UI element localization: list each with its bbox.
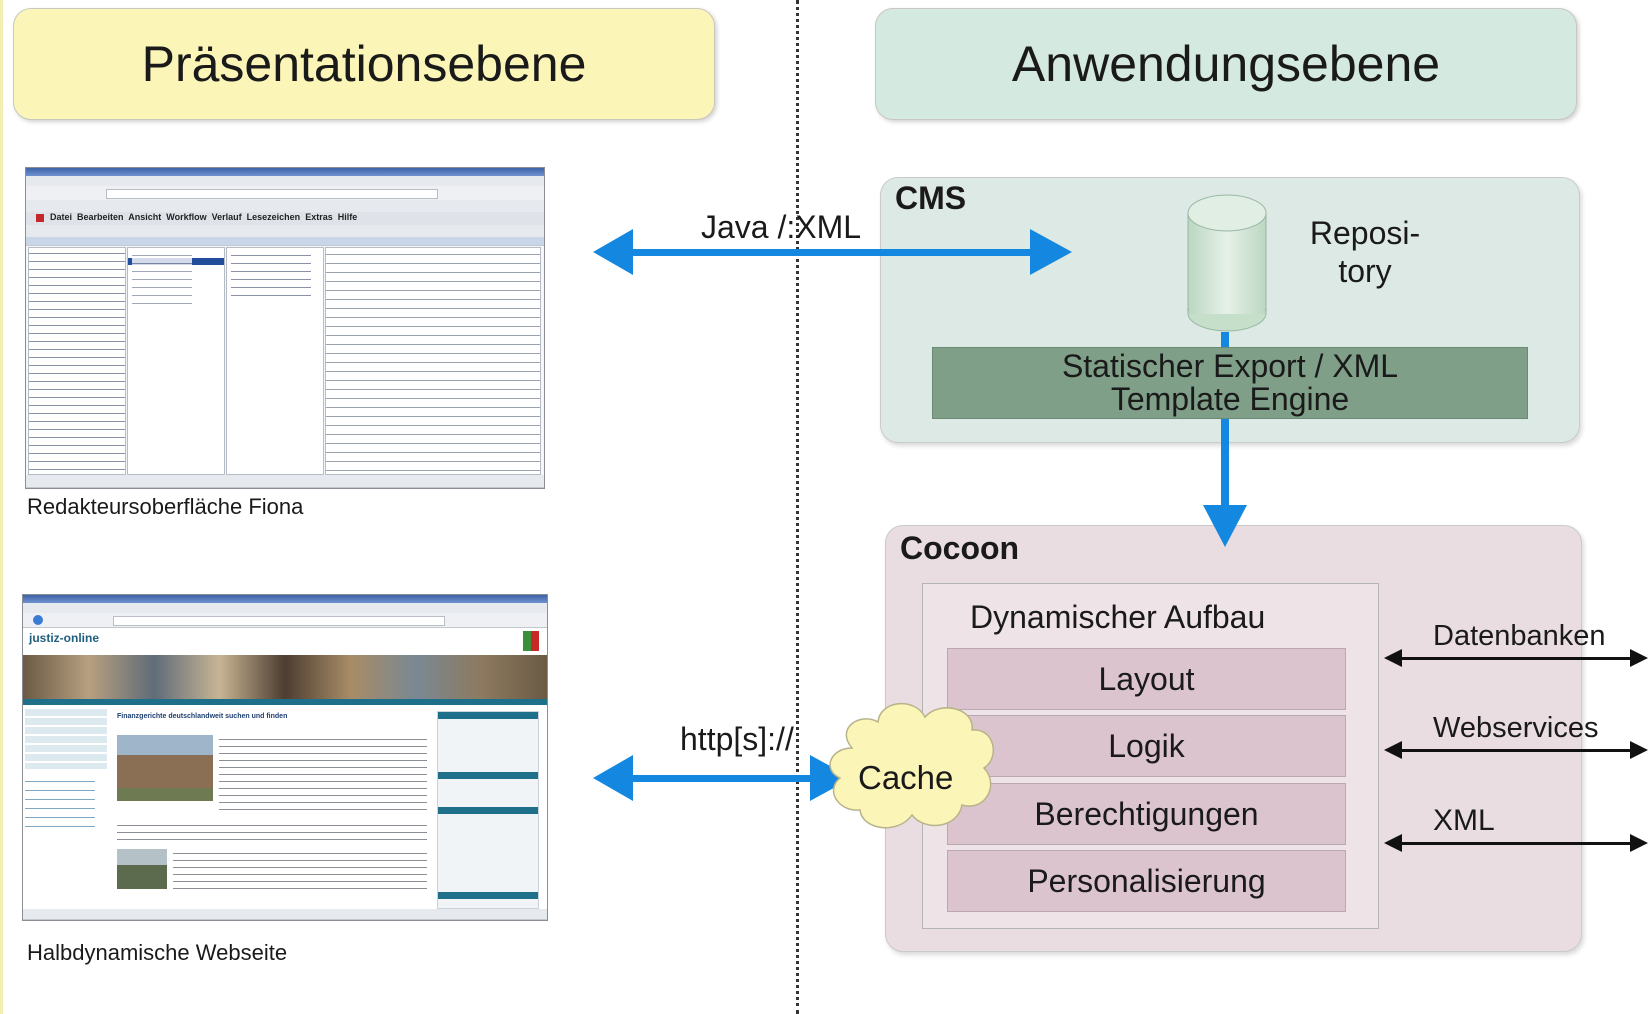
layer-personalisierung: Personalisierung (947, 850, 1346, 912)
webservices-arrow (1384, 741, 1648, 759)
static-export-line2: Template Engine (1110, 381, 1350, 417)
cocoon-title: Cocoon (900, 530, 1020, 566)
cache-cloud (829, 702, 994, 829)
justiz-small-photo (117, 849, 167, 889)
justiz-right-sidebar (437, 711, 539, 909)
http-label: http[s]:// (680, 721, 794, 757)
repository-label-line2: tory (1338, 253, 1392, 289)
justiz-website-screenshot: justiz-online Finanzgerichte deutschland… (22, 594, 548, 921)
justiz-left-nav (25, 709, 107, 769)
application-layer-title: Anwendungsebene (1011, 36, 1441, 92)
dynamic-build-title: Dynamischer Aufbau (970, 599, 1266, 635)
fiona-caption: Redakteursoberfläche Fiona (27, 494, 304, 519)
repository-cylinder (1187, 194, 1267, 332)
static-export-line1: Statischer Export / XML (1061, 348, 1399, 384)
layer-separator (796, 0, 799, 1014)
layer-logik: Logik (947, 715, 1346, 777)
justiz-logo: justiz-online (29, 631, 99, 645)
datenbanken-label: Datenbanken (1433, 620, 1606, 652)
application-layer-header: Anwendungsebene (875, 8, 1577, 120)
justiz-page-heading: Finanzgerichte deutschlandweit suchen un… (117, 713, 288, 720)
presentation-layer-header: Präsentationsebene (13, 8, 715, 120)
java-xml-double-arrow (593, 229, 1072, 275)
datenbanken-arrow (1384, 649, 1648, 667)
cms-to-cocoon-arrow (1203, 332, 1247, 547)
justiz-photo-banner (23, 655, 547, 699)
fiona-tree-column (28, 247, 126, 475)
xml-label: XML (1433, 804, 1495, 837)
repository-label-line1: Reposi- (1309, 215, 1421, 251)
cache-label: Cache (858, 759, 954, 796)
fiona-properties-panel (325, 247, 541, 475)
justiz-building-photo (117, 735, 213, 801)
website-caption: Halbdynamische Webseite (27, 940, 288, 965)
xml-arrow (1384, 834, 1648, 852)
layer-berechtigungen: Berechtigungen (947, 783, 1346, 845)
fiona-file-column (226, 247, 324, 475)
java-xml-label: Java /:XML (701, 209, 862, 245)
nrw-crest (523, 631, 539, 651)
static-export-box: Statischer Export / XML Template Engine (932, 347, 1528, 419)
left-edge-line (0, 0, 3, 1014)
http-double-arrow (593, 755, 852, 801)
fiona-menu: Datei Bearbeiten Ansicht Workflow Verlau… (50, 212, 358, 222)
repository-label: Reposi- tory (1300, 214, 1430, 290)
webservices-label: Webservices (1433, 712, 1599, 744)
layer-layout: Layout (947, 648, 1346, 710)
cms-title: CMS (895, 180, 967, 216)
fiona-editor-screenshot: Datei Bearbeiten Ansicht Workflow Verlau… (25, 167, 545, 489)
fiona-folder-column (127, 247, 225, 475)
presentation-layer-title: Präsentationsebene (141, 36, 587, 92)
